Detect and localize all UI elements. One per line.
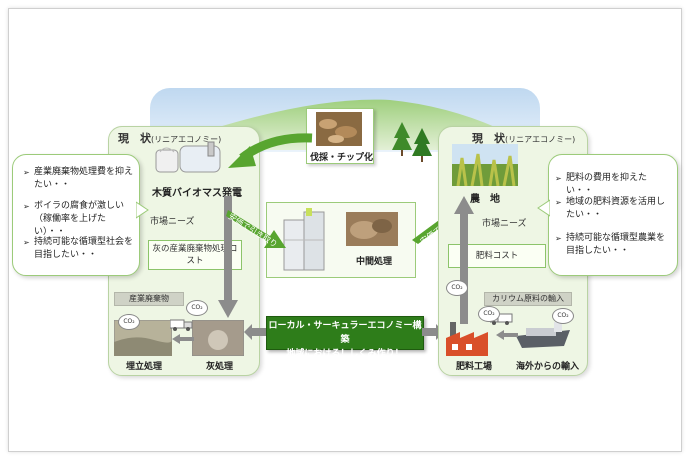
right-need-3: 持続可能な循環型農業を目指したい・・ <box>555 232 670 258</box>
left-panel-subtitle: (リニアエコノミー) <box>151 135 222 144</box>
forest-to-plant-arrow <box>228 133 313 168</box>
ash-pellets-photo <box>346 212 398 246</box>
ash-processing-photo <box>192 320 244 356</box>
co2-left-2: CO₂ <box>186 300 208 316</box>
landfill-label: 埋立処理 <box>126 362 163 372</box>
plant-to-ash-arrow <box>218 196 238 318</box>
ship-to-factory-arrow <box>496 330 518 340</box>
left-panel-title-text: 現 状 <box>118 132 151 145</box>
factory-to-farm-arrow <box>454 196 474 324</box>
industrial-waste-bar: 産業廃棄物 <box>114 292 184 306</box>
market-needs-right: 市場ニーズ <box>482 219 527 229</box>
farmland-label: 農 地 <box>470 194 500 205</box>
cargo-ship-icon <box>516 322 570 348</box>
silo-icon <box>283 208 325 271</box>
co2-right-3: CO₂ <box>552 308 574 324</box>
power-plant-label: 木質バイオマス発電 <box>152 188 242 199</box>
left-need-2: ボイラの腐食が激しい（稼働率を上げたい）・・ <box>23 200 134 239</box>
power-plant-icon <box>155 141 221 173</box>
market-needs-left: 市場ニーズ <box>150 217 195 227</box>
right-need-1: 肥料の費用を抑えたい・・ <box>555 172 670 198</box>
right-need-2: 地域の肥料資源を活用したい・・ <box>555 196 670 222</box>
truck-icon-left <box>170 319 193 331</box>
circular-economy-line2: 地域における！しくみ作り！ <box>286 349 404 359</box>
co2-right-2: CO₂ <box>478 306 500 322</box>
circular-economy-box: ローカル・サーキュラーエコノミー構築 地域における！しくみ作り！ <box>266 316 424 359</box>
wood-chips-photo <box>316 112 362 146</box>
right-panel-title-text: 現 状 <box>472 132 505 145</box>
fertilizer-factory-label: 肥料工場 <box>456 362 493 372</box>
pickup-arrow <box>226 210 286 248</box>
circular-economy-line1: ローカル・サーキュラーエコノミー構築 <box>268 321 422 345</box>
landfill-photo <box>114 320 172 356</box>
forest-label: 伐採・チップ化 <box>310 153 374 163</box>
overseas-import-label: 海外からの輸入 <box>516 362 580 372</box>
center-left-arrow <box>244 324 266 340</box>
co2-left-1: CO₂ <box>118 314 140 330</box>
factory-icon <box>446 322 488 356</box>
co2-right-1: CO₂ <box>446 280 468 296</box>
left-bubble-tail <box>136 201 149 219</box>
right-panel-title: 現 状(リニアエコノミー) <box>472 130 575 146</box>
ash-processing-label: 灰処理 <box>206 362 234 372</box>
ash-to-landfill-arrow <box>172 334 194 344</box>
trees-icon <box>392 122 432 162</box>
left-need-3: 持続可能な循環型社会を目指したい・・ <box>23 236 134 262</box>
intermediate-label: 中間処理 <box>356 257 393 267</box>
potassium-import-bar: カリウム原料の輸入 <box>484 292 572 306</box>
farmland-photo <box>452 144 518 186</box>
left-need-1: 産業廃棄物処理費を抑えたい・・ <box>23 166 134 192</box>
right-bubble-tail <box>537 199 550 217</box>
right-panel-subtitle: (リニアエコノミー) <box>505 135 576 144</box>
left-panel-title: 現 状(リニアエコノミー) <box>118 130 221 146</box>
